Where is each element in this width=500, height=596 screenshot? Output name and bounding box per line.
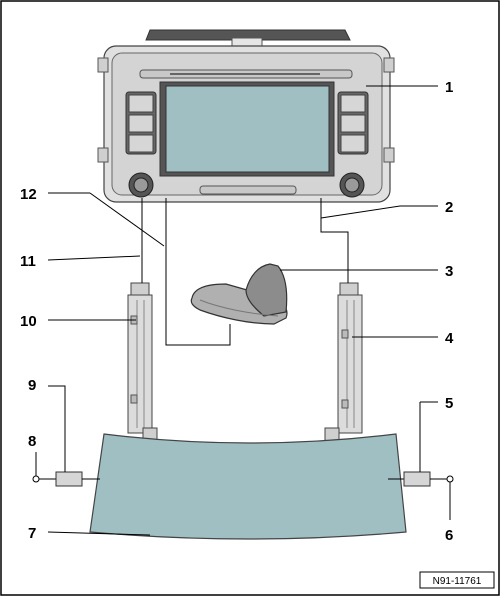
connection-lines [141,198,349,346]
roof-antenna [190,263,288,325]
right-antenna-amplifier [324,282,363,443]
callout-8: 8 [28,433,36,450]
callout-6: 6 [445,527,453,544]
left-antenna-amplifier [127,282,158,443]
callout-4: 4 [445,330,454,347]
right-connector-terminal [446,475,454,483]
callout-11: 11 [20,253,36,270]
reference-code: N91-11761 [433,576,482,587]
reference-code-box: N91-11761 [419,571,495,589]
leader-lines [35,85,451,536]
callout-9: 9 [28,377,36,394]
callout-2: 2 [445,199,453,216]
callout-labels: 1 2 3 4 5 6 7 8 9 10 11 12 [20,79,454,544]
windscreen-glass [89,433,407,540]
callout-12: 12 [20,186,37,203]
callout-7: 7 [28,525,36,542]
right-filter [388,471,454,487]
callout-10: 10 [20,313,37,330]
radio-navigation-unit [97,29,395,203]
callout-3: 3 [445,263,453,280]
left-filter [32,471,100,487]
callout-5: 5 [445,395,453,412]
callout-1: 1 [445,79,453,96]
left-connector-terminal [32,475,40,483]
display-screen [165,85,330,173]
